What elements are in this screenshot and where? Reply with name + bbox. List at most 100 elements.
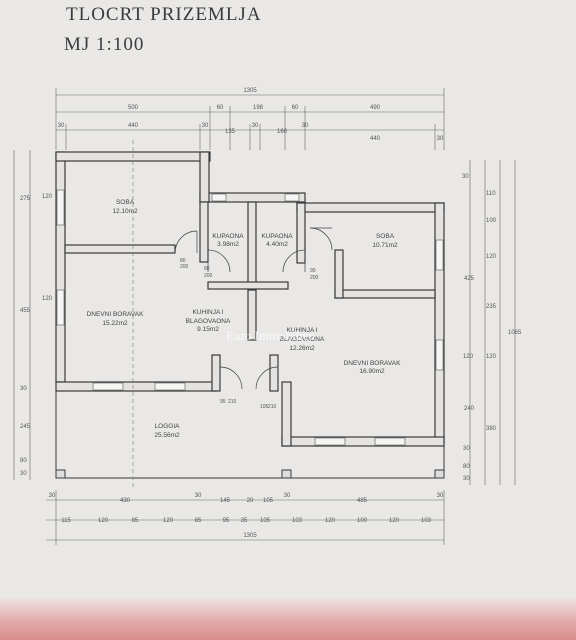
svg-text:120: 120 bbox=[486, 254, 497, 260]
svg-text:200: 200 bbox=[180, 264, 189, 270]
room-kuhinja-2-name: KUHINJA I bbox=[286, 327, 317, 334]
svg-text:30: 30 bbox=[20, 386, 27, 392]
svg-text:425: 425 bbox=[464, 276, 475, 282]
svg-text:200: 200 bbox=[204, 273, 213, 279]
dim-top-500: 500 bbox=[128, 105, 139, 111]
svg-text:85: 85 bbox=[195, 518, 202, 524]
svg-text:120: 120 bbox=[163, 518, 174, 524]
door-dimensions: 80 200 80 200 90 200 95 210 105 210 bbox=[180, 258, 319, 410]
svg-text:1065: 1065 bbox=[508, 330, 522, 336]
room-kuhinja-2-name2: BLAGOVAONA bbox=[280, 336, 325, 343]
plan-scale: MJ 1:100 bbox=[64, 34, 145, 55]
svg-text:85: 85 bbox=[132, 518, 139, 524]
room-kupaona-2-name: KUPAONA bbox=[261, 233, 293, 240]
svg-text:30: 30 bbox=[462, 174, 469, 180]
svg-text:1305: 1305 bbox=[243, 533, 257, 539]
svg-text:80: 80 bbox=[180, 258, 186, 264]
svg-text:103: 103 bbox=[421, 518, 432, 524]
svg-text:455: 455 bbox=[20, 308, 31, 314]
walls bbox=[55, 151, 445, 447]
svg-text:30: 30 bbox=[20, 471, 27, 477]
svg-text:235: 235 bbox=[486, 304, 497, 310]
dim-top3-135: 135 bbox=[225, 129, 236, 135]
dim-top3-30d: 30 bbox=[302, 123, 309, 129]
svg-text:30: 30 bbox=[284, 493, 291, 499]
page-bottom-edge bbox=[0, 596, 576, 640]
dim-top3-30e: 30 bbox=[437, 136, 444, 142]
room-loggia-name: LOGGIA bbox=[155, 423, 181, 430]
svg-text:30: 30 bbox=[437, 493, 444, 499]
svg-text:30: 30 bbox=[463, 446, 470, 452]
room-kuhinja-1-name: KUHINJA I bbox=[192, 309, 223, 316]
doors bbox=[174, 227, 333, 390]
svg-text:120: 120 bbox=[42, 296, 53, 302]
svg-text:95: 95 bbox=[220, 399, 226, 405]
svg-text:100: 100 bbox=[486, 218, 497, 224]
room-soba-2-name: SOBA bbox=[376, 233, 395, 240]
room-dnevni-1-area: 15.22m2 bbox=[102, 320, 128, 327]
svg-text:20: 20 bbox=[247, 498, 254, 504]
dim-top-60b: 60 bbox=[292, 105, 299, 111]
room-kupaona-2-area: 4.40m2 bbox=[266, 241, 288, 248]
bottom-dimensions bbox=[46, 490, 445, 545]
room-kuhinja-1-area: 9.15m2 bbox=[197, 326, 219, 333]
dim-top3-160: 160 bbox=[277, 129, 288, 135]
svg-text:200: 200 bbox=[310, 275, 319, 281]
svg-text:145: 145 bbox=[220, 498, 231, 504]
svg-text:105: 105 bbox=[260, 518, 271, 524]
svg-text:30: 30 bbox=[463, 476, 470, 482]
svg-text:210: 210 bbox=[268, 404, 277, 410]
dim-top-total: 1305 bbox=[243, 88, 257, 94]
svg-text:105: 105 bbox=[263, 498, 274, 504]
room-soba-2-area: 10.71m2 bbox=[372, 242, 398, 249]
svg-text:95: 95 bbox=[223, 518, 230, 524]
svg-text:120: 120 bbox=[463, 354, 474, 360]
dim-top-198: 198 bbox=[253, 105, 264, 111]
svg-text:100: 100 bbox=[357, 518, 368, 524]
room-kuhinja-1-name2: BLAGOVAONA bbox=[186, 318, 231, 325]
svg-text:30: 30 bbox=[49, 493, 56, 499]
dim-top3-30a: 30 bbox=[58, 123, 65, 129]
svg-text:120: 120 bbox=[98, 518, 109, 524]
loggia-outline bbox=[55, 391, 445, 479]
room-loggia-area: 25.56m2 bbox=[154, 432, 180, 439]
dim-top3-440b: 440 bbox=[370, 136, 381, 142]
right-dimensions bbox=[469, 160, 516, 485]
left-dim-labels: 120 275 120 455 30 245 80 30 bbox=[20, 194, 53, 477]
room-soba-1-name: SOBA bbox=[116, 199, 135, 206]
right-dim-labels: 30 110 100 120 425 235 120 120 240 380 3… bbox=[462, 174, 522, 482]
svg-text:210: 210 bbox=[228, 399, 237, 405]
svg-text:120: 120 bbox=[389, 518, 400, 524]
dim-top3-440a: 440 bbox=[128, 123, 139, 129]
svg-text:115: 115 bbox=[61, 518, 71, 524]
plan-title: TLOCRT PRIZEMLJA bbox=[66, 4, 262, 25]
svg-text:35: 35 bbox=[241, 518, 248, 524]
svg-text:103: 103 bbox=[292, 518, 303, 524]
svg-text:30: 30 bbox=[195, 493, 202, 499]
svg-text:120: 120 bbox=[325, 518, 336, 524]
svg-text:380: 380 bbox=[486, 426, 497, 432]
dim-top3-30b: 30 bbox=[202, 123, 209, 129]
room-kupaona-1-area: 3.98m2 bbox=[217, 241, 239, 248]
svg-text:120: 120 bbox=[42, 194, 53, 200]
svg-text:105: 105 bbox=[260, 404, 269, 410]
top-dimensions bbox=[55, 88, 445, 150]
windows bbox=[56, 189, 444, 446]
left-dimension-lines bbox=[13, 150, 31, 480]
room-soba-1-area: 12.10m2 bbox=[112, 208, 138, 215]
svg-text:275: 275 bbox=[20, 196, 31, 202]
svg-text:240: 240 bbox=[464, 406, 475, 412]
svg-text:80: 80 bbox=[20, 458, 27, 464]
room-kuhinja-2-area: 12.26m2 bbox=[289, 345, 315, 352]
watermark: Euro Immobilien bbox=[226, 328, 316, 343]
room-kupaona-1-name: KUPAONA bbox=[212, 233, 244, 240]
svg-text:430: 430 bbox=[120, 498, 131, 504]
room-dnevni-2-name: DNEVNI BORAVAK bbox=[344, 360, 401, 367]
dim-top3-30c: 30 bbox=[252, 123, 259, 129]
room-dnevni-2-area: 16.90m2 bbox=[359, 368, 385, 375]
svg-text:120: 120 bbox=[486, 354, 497, 360]
svg-text:245: 245 bbox=[20, 424, 31, 430]
bottom-dim-labels: 30 430 30 145 20 105 30 485 30 115 120 8… bbox=[49, 493, 444, 539]
svg-text:80: 80 bbox=[204, 266, 210, 272]
svg-text:485: 485 bbox=[357, 498, 368, 504]
